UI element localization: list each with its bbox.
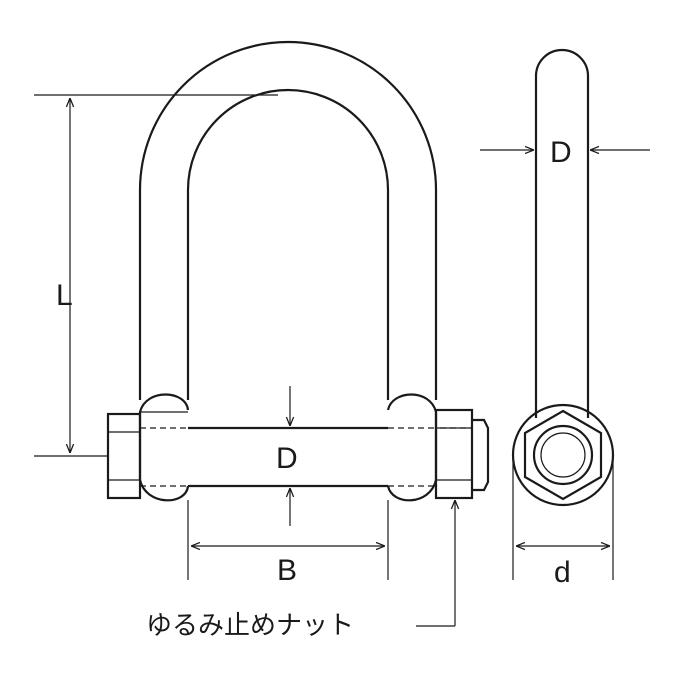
dimension-d: d (512, 460, 614, 589)
right-eye (386, 393, 438, 502)
bow-outer (138, 40, 438, 400)
label-B: B (277, 554, 297, 587)
left-eye (138, 393, 190, 502)
label-D-side: D (550, 136, 572, 169)
dimension-L: L (34, 94, 278, 457)
dimension-D-side: D (480, 136, 650, 169)
label-d: d (554, 556, 571, 589)
label-L: L (56, 279, 73, 312)
dimension-D-pin: D (276, 386, 298, 526)
shackle-body (138, 40, 438, 400)
label-nut: ゆるみ止めナット (146, 611, 354, 641)
label-D-pin: D (276, 442, 298, 475)
bow-inner (186, 88, 390, 400)
side-view (511, 48, 615, 507)
pin-head (106, 412, 142, 500)
dimension-B: B (187, 500, 389, 587)
nut-leader: ゆるみ止めナット (146, 500, 455, 641)
lock-nut (434, 408, 490, 500)
pin (140, 426, 436, 488)
